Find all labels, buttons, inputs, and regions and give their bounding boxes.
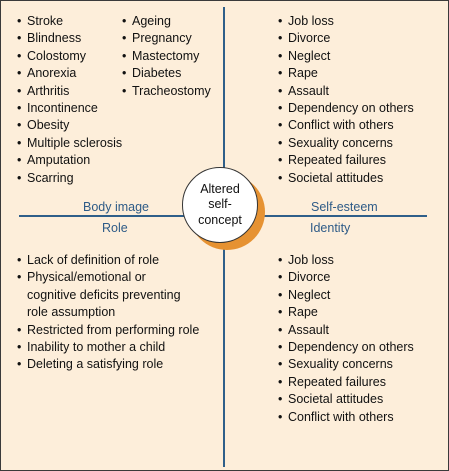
list-item: Divorce: [278, 269, 414, 287]
list-item: Inability to mother a child: [17, 339, 199, 357]
list-item: Lack of definition of role: [17, 252, 199, 270]
role-label: Role: [102, 221, 128, 235]
list-item: Multiple sclerosis: [17, 135, 122, 153]
list-item: Mastectomy: [122, 48, 211, 66]
list-item: Sexuality concerns: [278, 135, 414, 153]
list-item: Scarring: [17, 170, 122, 188]
list-item: Restricted from performing role: [17, 322, 199, 340]
list-item: Neglect: [278, 48, 414, 66]
list-item: Rape: [278, 65, 414, 83]
identity-label: Identity: [310, 221, 351, 235]
body-image-list-col1: Stroke Blindness Colostomy Anorexia Arth…: [17, 13, 122, 187]
list-item: Neglect: [278, 287, 414, 305]
list-item: Deleting a satisfying role: [17, 356, 199, 374]
list-item: Conflict with others: [278, 117, 414, 135]
list-item: Assault: [278, 83, 414, 101]
list-item: Diabetes: [122, 65, 211, 83]
list-item: Anorexia: [17, 65, 122, 83]
list-item: Stroke: [17, 13, 122, 31]
list-item: Obesity: [17, 117, 122, 135]
body-image-list-col2: Ageing Pregnancy Mastectomy Diabetes Tra…: [122, 13, 211, 100]
center-label: Altered self-concept: [198, 181, 242, 227]
list-item: Conflict with others: [278, 409, 414, 427]
list-item: Repeated failures: [278, 152, 414, 170]
center-circle: Altered self-concept: [182, 167, 258, 243]
self-esteem-label: Self-esteem: [311, 200, 378, 214]
list-item-text: Physical/emotional or cognitive deficits…: [27, 270, 181, 320]
list-item: Arthritis: [17, 83, 122, 101]
list-item: Societal attitudes: [278, 391, 414, 409]
list-item: Job loss: [278, 13, 414, 31]
list-item: Tracheostomy: [122, 83, 211, 101]
list-item: Colostomy: [17, 48, 122, 66]
list-item: Sexuality concerns: [278, 356, 414, 374]
list-item: Ageing: [122, 13, 211, 31]
list-item: Societal attitudes: [278, 170, 414, 188]
identity-list: Job loss Divorce Neglect Rape Assault De…: [278, 252, 414, 426]
list-item: Divorce: [278, 30, 414, 48]
list-item: Amputation: [17, 152, 122, 170]
self-esteem-list: Job loss Divorce Neglect Rape Assault De…: [278, 13, 414, 187]
list-item: Dependency on others: [278, 100, 414, 118]
list-item: Physical/emotional or cognitive deficits…: [17, 269, 199, 321]
list-item: Blindness: [17, 30, 122, 48]
list-item: Job loss: [278, 252, 414, 270]
list-item: Rape: [278, 304, 414, 322]
list-item: Assault: [278, 322, 414, 340]
list-item: Dependency on others: [278, 339, 414, 357]
list-item: Incontinence: [17, 100, 122, 118]
list-item: Repeated failures: [278, 374, 414, 392]
role-list: Lack of definition of role Physical/emot…: [17, 252, 199, 374]
list-item: Pregnancy: [122, 30, 211, 48]
body-image-label: Body image: [83, 200, 150, 214]
